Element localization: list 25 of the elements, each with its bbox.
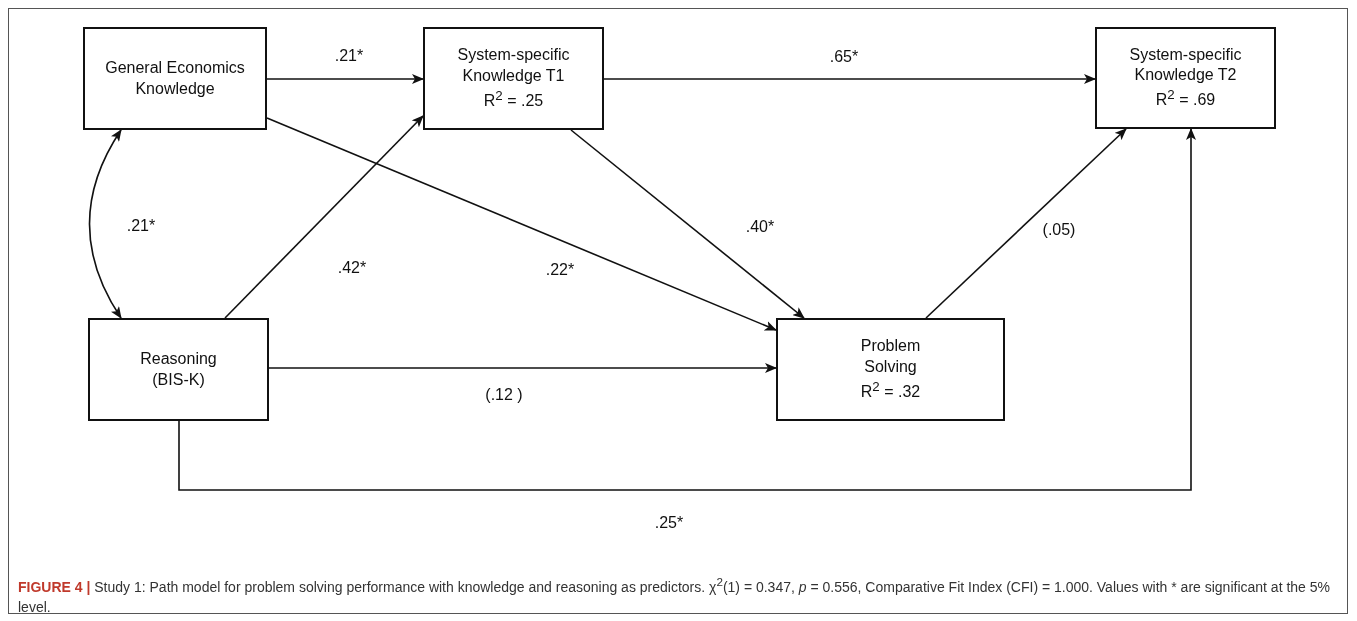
node-text: R$^{2}$ = .32 — [860, 377, 921, 403]
variable-box — [88, 318, 269, 421]
node-text: General Economics Knowledge — [104, 57, 246, 99]
arrow — [88, 129, 122, 319]
node-text: Problem Solving — [859, 336, 922, 377]
variable-box — [83, 27, 267, 130]
node-text: R$^{2}$ = .69 — [1155, 86, 1216, 111]
arrow — [925, 128, 1127, 319]
arrow — [178, 128, 1196, 491]
arrow — [268, 363, 777, 373]
figure-caption: FIGURE 4 | Study 1: Path model for problem solving performance with knowledge and reasoning as predictors. χ$^{2}$(1) = 0.347, p = 0.556, Comparative Fit Index (CFI) = 1.000. Values with * are significant at the 5% level. — [18, 574, 1331, 617]
arrow — [224, 115, 424, 319]
node-text: System-specific Knowledge T2 — [1128, 44, 1243, 86]
edge-label: (.05) — [1040, 221, 1078, 239]
edge-label: (.12 ) — [483, 386, 525, 404]
variable-box — [423, 27, 604, 130]
node-text: R$^{2}$ = .25 — [483, 86, 544, 112]
arrow — [266, 117, 777, 331]
node-text: System-specific Knowledge T1 — [456, 45, 571, 86]
arrow — [266, 74, 424, 84]
variable-box — [776, 318, 1005, 421]
arrow — [570, 129, 805, 319]
variable-box — [1095, 27, 1276, 129]
node-text: Reasoning (BIS-K) — [139, 348, 218, 390]
arrow — [603, 74, 1096, 84]
